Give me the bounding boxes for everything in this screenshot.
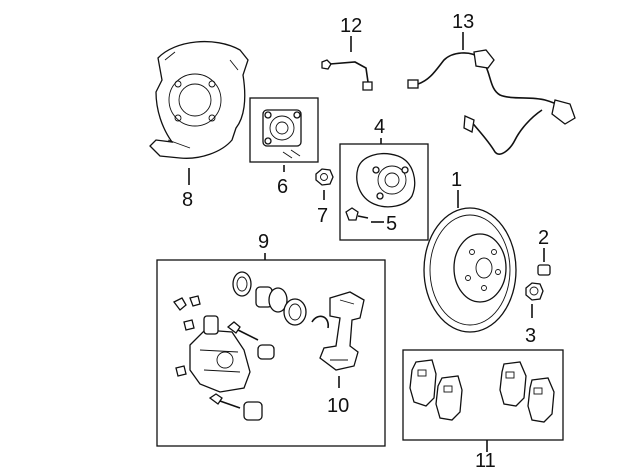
caliper-bracket-part[interactable] — [319, 291, 365, 371]
brake-rotor-part[interactable] — [423, 207, 517, 333]
callout-11: 11 — [475, 450, 496, 471]
callout-3: 3 — [525, 325, 536, 347]
callout-8: 8 — [182, 189, 193, 211]
wheel-nut-part[interactable] — [525, 282, 544, 301]
hub-assembly-part[interactable] — [356, 153, 416, 208]
callout-9: 9 — [258, 231, 269, 253]
hub-bolt-part[interactable] — [345, 207, 369, 221]
caliper-kit-box — [156, 259, 386, 447]
callout-6: 6 — [277, 176, 288, 198]
piston-seal-parts[interactable] — [232, 271, 329, 329]
callout-5: 5 — [386, 213, 397, 235]
callout-13: 13 — [452, 11, 474, 33]
caliper-body-part[interactable] — [189, 315, 251, 393]
bleeder-fittings[interactable] — [173, 295, 201, 377]
callout-1: 1 — [451, 169, 462, 191]
dust-shield-part[interactable] — [149, 40, 249, 159]
hub-bearing-part[interactable] — [262, 109, 302, 159]
callout-4: 4 — [374, 116, 385, 138]
callout-10: 10 — [327, 395, 349, 417]
brake-pads-part[interactable] — [409, 359, 555, 423]
callout-12: 12 — [340, 15, 362, 37]
abs-sensor-wire-part[interactable] — [407, 49, 576, 155]
callout-2: 2 — [538, 227, 549, 249]
brake-pads-box — [402, 349, 564, 441]
hub-cap-part[interactable] — [537, 264, 551, 276]
hub-assembly-box — [339, 143, 429, 241]
callout-7: 7 — [317, 205, 328, 227]
brake-hose-part[interactable] — [321, 59, 373, 91]
axle-nut-part[interactable] — [315, 168, 334, 186]
guide-pin-parts[interactable] — [208, 321, 275, 421]
hub-box — [249, 97, 319, 163]
